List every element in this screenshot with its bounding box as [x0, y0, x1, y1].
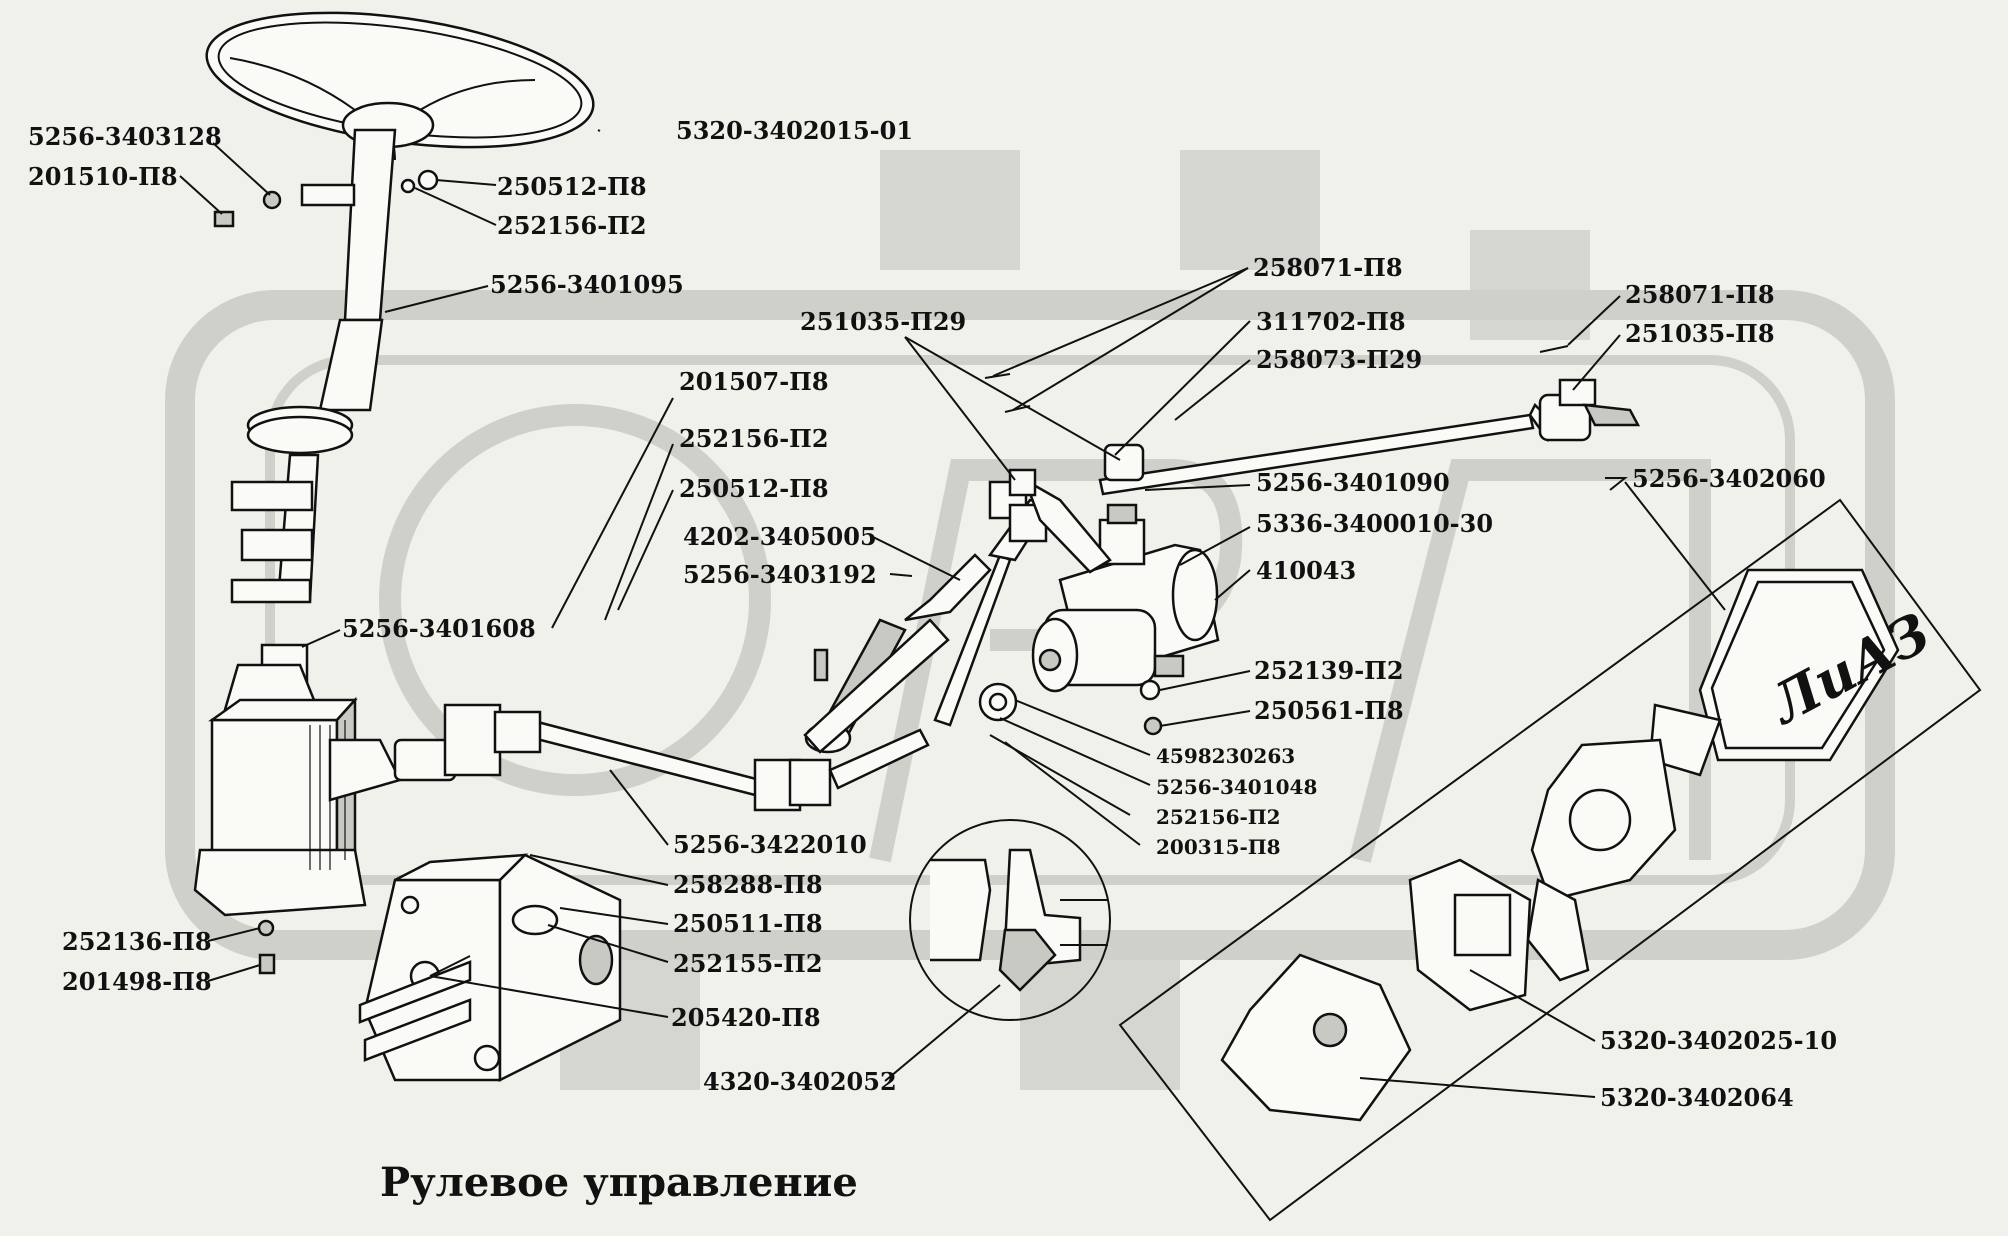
watermark-letter-d	[1349, 459, 1711, 863]
label-5256-3422010: 5256-3422010	[673, 830, 867, 859]
mounting-bracket	[358, 853, 622, 1083]
label-205420-p8: 205420-П8	[671, 1003, 821, 1032]
label-201510-p8: 201510-П8	[28, 162, 178, 191]
label-5256-3401608: 5256-3401608	[342, 614, 536, 643]
label-4202-3405005: 4202-3405005	[683, 522, 877, 551]
detail-inset	[909, 819, 1111, 1021]
label-5256-3403192: 5256-3403192	[683, 560, 877, 589]
tie-rod-upper	[984, 345, 1641, 574]
intermediate-shaft	[393, 703, 930, 812]
label-201507-p8: 201507-П8	[679, 367, 829, 396]
watermark-letter-o	[379, 404, 771, 796]
hydraulic-cylinder	[803, 553, 992, 754]
label-251035-p29: 251035-П29	[800, 307, 966, 336]
label-252155-p2: 252155-П2	[673, 949, 823, 978]
label-258071-p8-center: 258071-П8	[1253, 253, 1403, 282]
label-258073-p29: 258073-П29	[1256, 345, 1422, 374]
label-252136-p8: 252136-П8	[62, 927, 212, 956]
leader-lines	[179, 129, 1726, 1098]
label-258071-p8-right: 258071-П8	[1625, 280, 1775, 309]
label-250512-p8-mid: 250512-П8	[679, 474, 829, 503]
label-252139-p2: 252139-П2	[1254, 656, 1404, 685]
label-258288-p8: 258288-П8	[673, 870, 823, 899]
label-250512-p8-top: 250512-П8	[497, 172, 647, 201]
label-5256-3402060: 5256-3402060	[1632, 464, 1826, 493]
label-5256-3401095: 5256-3401095	[490, 270, 684, 299]
steering-wheel	[205, 11, 595, 161]
label-252156-p2-mid: 252156-П2	[679, 424, 829, 453]
steering-gearbox	[193, 643, 402, 975]
label-5256-3401048: 5256-3401048	[1156, 775, 1317, 799]
label-5320-3402015-01: 5320-3402015-01	[676, 116, 913, 145]
label-410043: 410043	[1256, 556, 1356, 585]
part-labels: 5320-3402015-01 5256-3403128 201510-П8 2…	[28, 116, 1837, 1112]
label-5320-3402064: 5320-3402064	[1600, 1083, 1794, 1112]
label-5336-3400010-30: 5336-3400010-30	[1256, 509, 1493, 538]
label-311702-p8: 311702-П8	[1256, 307, 1406, 336]
label-250511-p8: 250511-П8	[673, 909, 823, 938]
label-251035-p8: 251035-П8	[1625, 319, 1775, 348]
label-252156-p2-low: 252156-П2	[1156, 805, 1281, 829]
label-252156-p2-top: 252156-П2	[497, 211, 647, 240]
label-5320-3402025-10: 5320-3402025-10	[1600, 1026, 1837, 1055]
label-4320-3402052: 4320-3402052	[703, 1067, 897, 1096]
steering-column	[230, 128, 397, 604]
label-4598230263: 4598230263	[1156, 744, 1295, 768]
steering-gear-mechanism	[978, 503, 1220, 736]
diagram-title: Рулевое управление	[380, 1159, 858, 1206]
label-201498-p8: 201498-П8	[62, 967, 212, 996]
label-5256-3401090: 5256-3401090	[1256, 468, 1450, 497]
label-250561-p8: 250561-П8	[1254, 696, 1404, 725]
emblem-assembly: ЛиАЗ	[1118, 498, 1982, 1222]
label-200315-p8: 200315-П8	[1156, 835, 1281, 859]
label-5256-3403128: 5256-3403128	[28, 122, 222, 151]
